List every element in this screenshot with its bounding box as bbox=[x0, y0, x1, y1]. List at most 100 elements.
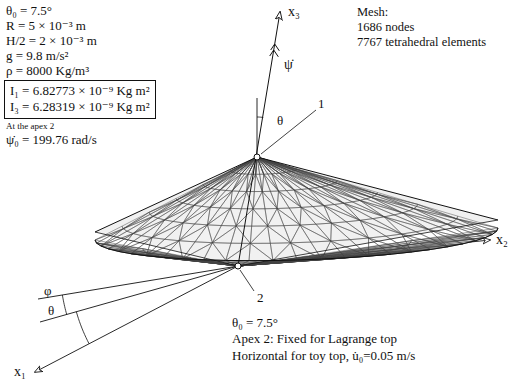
axis-label: x₂ bbox=[496, 232, 508, 247]
spin-chevron bbox=[271, 44, 280, 51]
mesh-element bbox=[257, 157, 283, 173]
mesh-element bbox=[294, 190, 313, 207]
mesh-element bbox=[204, 243, 226, 261]
axis-label: x₁ bbox=[14, 364, 26, 379]
mesh-element bbox=[321, 187, 353, 203]
mesh-element bbox=[330, 185, 371, 199]
mesh-info: Mesh: bbox=[357, 6, 388, 20]
mesh-element bbox=[143, 249, 191, 259]
mesh-element bbox=[179, 223, 195, 241]
mesh-element bbox=[291, 242, 322, 259]
mesh-element bbox=[253, 192, 265, 209]
rate-label: ψ̇ bbox=[284, 57, 293, 72]
mesh-element bbox=[210, 190, 226, 207]
mesh-element bbox=[272, 174, 287, 191]
mesh-element bbox=[183, 243, 213, 260]
condition-note: Horizontal for toy top, u̇₀=0.05 m/s bbox=[232, 349, 415, 363]
mesh-element bbox=[403, 211, 448, 224]
mesh-element bbox=[207, 207, 219, 225]
mesh-element bbox=[384, 217, 428, 232]
mesh-element bbox=[371, 197, 409, 213]
condition-note: Apex 2: Fixed for Lagrange top bbox=[232, 332, 397, 346]
mesh-element bbox=[279, 191, 302, 208]
mesh-element bbox=[277, 191, 289, 208]
mesh-element bbox=[371, 196, 414, 209]
theta-arc bbox=[257, 117, 263, 118]
mesh-element bbox=[264, 174, 279, 191]
mesh-element bbox=[230, 191, 246, 208]
parameter: g = 9.8 m/s² bbox=[6, 49, 69, 63]
mesh-element bbox=[286, 172, 315, 188]
mesh-element bbox=[133, 218, 164, 233]
mesh-info: 7767 tetrahedral elements bbox=[357, 36, 486, 50]
mesh-element bbox=[252, 209, 268, 226]
mesh-element bbox=[300, 225, 331, 242]
mesh-element bbox=[203, 171, 230, 185]
mesh-element bbox=[152, 221, 183, 237]
body-fill bbox=[95, 157, 498, 266]
mesh-element bbox=[264, 174, 279, 191]
mesh-element bbox=[249, 243, 273, 260]
mesh-element bbox=[203, 171, 230, 185]
mesh-element bbox=[371, 197, 414, 210]
angle-label: θ bbox=[277, 114, 283, 128]
apex-point bbox=[254, 154, 260, 160]
mesh-element bbox=[257, 157, 293, 171]
mesh-element bbox=[284, 225, 300, 243]
mesh-element bbox=[324, 206, 346, 224]
mesh-element bbox=[226, 243, 251, 260]
spin-chevron bbox=[270, 50, 279, 57]
body-axis bbox=[235, 12, 316, 291]
mesh-element bbox=[330, 185, 366, 200]
callout-number: 2 bbox=[257, 291, 264, 305]
axis-label: x₃ bbox=[288, 4, 300, 19]
leader-line bbox=[240, 270, 254, 291]
mesh-element bbox=[179, 224, 207, 241]
silhouette bbox=[95, 157, 498, 232]
mesh-element bbox=[183, 207, 210, 224]
mesh-element bbox=[210, 190, 232, 207]
note: At the apex 2 bbox=[6, 122, 54, 132]
apex-point bbox=[235, 263, 241, 269]
mesh-element bbox=[149, 200, 177, 214]
mesh-element bbox=[344, 203, 373, 220]
mesh-element bbox=[360, 219, 402, 234]
inertia-value: I₁ = 6.82773 × 10⁻⁹ Kg m² bbox=[10, 83, 150, 99]
mesh-element bbox=[403, 213, 448, 227]
mesh-element bbox=[291, 225, 311, 243]
mesh-element bbox=[257, 157, 286, 173]
mesh-element bbox=[270, 191, 278, 208]
mesh-element bbox=[277, 208, 300, 225]
mesh-element bbox=[238, 257, 320, 266]
mesh-element bbox=[291, 171, 329, 185]
mesh-element bbox=[294, 190, 324, 207]
mesh-element bbox=[268, 226, 291, 243]
lower-silhouette bbox=[95, 220, 498, 266]
mesh-element bbox=[384, 217, 416, 234]
mesh-element bbox=[403, 213, 439, 230]
mesh-element bbox=[300, 207, 316, 225]
mesh-element bbox=[428, 227, 475, 241]
angle-label: φ bbox=[44, 284, 52, 298]
mesh-element bbox=[212, 243, 231, 261]
mesh-element bbox=[331, 223, 350, 241]
mesh-element bbox=[165, 204, 194, 220]
mesh-info: 1686 nodes bbox=[357, 21, 414, 35]
mesh-element bbox=[177, 187, 205, 202]
mesh-element bbox=[250, 226, 267, 243]
mesh-element bbox=[179, 241, 195, 259]
mesh-element bbox=[373, 217, 402, 234]
mesh-element bbox=[230, 191, 239, 208]
mesh-element bbox=[165, 203, 188, 220]
mesh-element bbox=[360, 200, 403, 214]
mesh-element bbox=[411, 228, 498, 241]
mesh-element bbox=[231, 226, 250, 243]
mesh-element bbox=[207, 225, 221, 243]
mesh-element bbox=[195, 225, 212, 243]
parameter: ψ̇₀ = 199.76 rad/s bbox=[6, 133, 97, 147]
mesh-element bbox=[232, 174, 244, 191]
mesh-element bbox=[220, 173, 241, 189]
mesh-element bbox=[230, 191, 246, 208]
inertia-box: I₁ = 6.82773 × 10⁻⁹ Kg m²I₃ = 6.28319 × … bbox=[4, 80, 156, 119]
mesh-element bbox=[279, 191, 302, 208]
